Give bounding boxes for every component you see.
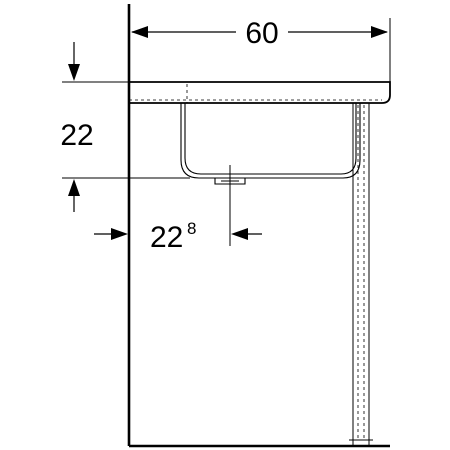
basin-outer (180, 103, 361, 179)
offset-label: 22 (150, 221, 183, 254)
width-dimension (131, 18, 391, 82)
width-label: 60 (245, 17, 278, 50)
width-arrow-right (371, 26, 388, 38)
offset-label-superscript: 8 (187, 219, 196, 238)
offset-arrow-right (231, 228, 248, 240)
height-arrow-top (68, 64, 80, 81)
cabinet-side-panel (349, 103, 373, 446)
basin (180, 103, 361, 185)
panel-foot (349, 439, 373, 446)
basin-inner (184, 103, 357, 175)
offset-arrow-left (111, 228, 128, 240)
height-arrow-bottom (68, 179, 80, 196)
height-dimension (62, 42, 190, 212)
width-arrow-left (131, 26, 148, 38)
offset-dimension (94, 165, 262, 246)
height-label: 22 (60, 119, 93, 152)
countertop (129, 81, 391, 104)
wall-and-floor (127, 4, 390, 448)
